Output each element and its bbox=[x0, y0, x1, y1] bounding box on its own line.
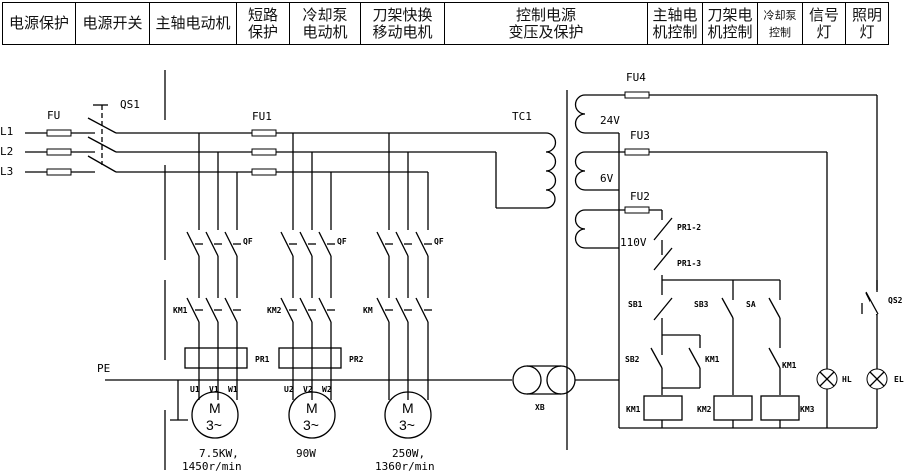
xb-connector-left bbox=[512, 365, 542, 395]
fu2-label: FU2 bbox=[630, 190, 650, 203]
motor-phase-3: 3~ bbox=[399, 417, 415, 433]
motor-phase-2: 3~ bbox=[303, 417, 319, 433]
qf-label-1: QF bbox=[243, 237, 253, 246]
motor-symbol-1: M bbox=[209, 400, 221, 416]
branch-verticals bbox=[198, 133, 429, 230]
overload-relay-1 bbox=[184, 347, 248, 369]
voltage-6v: 6V bbox=[600, 172, 614, 185]
sb3-label: SB3 bbox=[694, 300, 709, 309]
xb-connector-right bbox=[546, 365, 576, 395]
motor-speed-3: 1360r/min bbox=[375, 460, 435, 473]
header-spindle-control: 主轴电机控制 bbox=[647, 2, 703, 45]
section-header-table: 电源保护 电源开关 主轴电动机 短路保护 冷却泵电动机 刀架快换移动电机 控制电… bbox=[2, 2, 889, 45]
motor-1 bbox=[191, 391, 239, 439]
fuse-fu2 bbox=[624, 206, 650, 214]
qf-label-2: QF bbox=[337, 237, 347, 246]
coil-km3-label: KM3 bbox=[800, 405, 815, 414]
pe-label: PE bbox=[97, 362, 110, 375]
pr1-3-label: PR1-3 bbox=[677, 259, 701, 268]
header-signal-lamp: 信号灯 bbox=[802, 2, 846, 45]
header-control-power: 控制电源变压及保护 bbox=[444, 2, 648, 45]
fuse-fu1-l3 bbox=[251, 168, 277, 176]
l3-label: L3 bbox=[0, 165, 13, 178]
fu1-label: FU1 bbox=[252, 110, 272, 123]
qf-label-3: QF bbox=[434, 237, 444, 246]
motor-symbol-2: M bbox=[306, 400, 318, 416]
l1-label: L1 bbox=[0, 125, 13, 138]
fuse-fu4 bbox=[624, 91, 650, 99]
motor-3 bbox=[384, 391, 432, 439]
qs2-label: QS2 bbox=[888, 296, 903, 305]
fuse-fu1-l1 bbox=[251, 129, 277, 137]
qs1-label: QS1 bbox=[120, 98, 140, 111]
coil-km3 bbox=[760, 395, 800, 421]
fu-label: FU bbox=[47, 109, 60, 122]
incoming-lines: L1 L2 L3 FU bbox=[0, 109, 95, 178]
fu3-label: FU3 bbox=[630, 129, 650, 142]
pr1-2-label: PR1-2 bbox=[677, 223, 701, 232]
fuse-fu-l1 bbox=[46, 129, 72, 137]
header-tool-rest-control: 刀架电机控制 bbox=[702, 2, 758, 45]
motor-symbol-3: M bbox=[402, 400, 414, 416]
overload-label-1: PR1 bbox=[255, 355, 270, 364]
motor-rating-2: 90W bbox=[296, 447, 316, 460]
motor-rating-1: 7.5KW, bbox=[199, 447, 239, 460]
fuse-fu-l2 bbox=[46, 148, 72, 156]
pe-line: PE XB bbox=[97, 362, 619, 421]
el-label: EL bbox=[894, 375, 904, 384]
coil-km1 bbox=[643, 395, 683, 421]
motor-phase-1: 3~ bbox=[206, 417, 222, 433]
km1-aux2-label: KM1 bbox=[782, 361, 797, 370]
motor-rating-3: 250W, bbox=[392, 447, 425, 460]
tc1-label: TC1 bbox=[512, 110, 532, 123]
coil-km2 bbox=[713, 395, 753, 421]
overload-relay-2 bbox=[278, 347, 342, 369]
motor-2 bbox=[288, 391, 336, 439]
sb1-label: SB1 bbox=[628, 300, 643, 309]
fu4-label: FU4 bbox=[626, 71, 646, 84]
overload-label-2: PR2 bbox=[349, 355, 364, 364]
control-circuit: PR1-2 PR1-3 SB1 SB3 SA SB2 KM1 KM1 KM1 K… bbox=[619, 210, 904, 429]
sa-label: SA bbox=[746, 300, 756, 309]
sb2-label: SB2 bbox=[625, 355, 640, 364]
header-power-switch: 电源开关 bbox=[75, 2, 150, 45]
terminal-v2: V2 bbox=[303, 385, 313, 394]
terminal-u2: U2 bbox=[284, 385, 294, 394]
terminal-w2: W2 bbox=[322, 385, 332, 394]
header-tool-rest-motor: 刀架快换移动电机 bbox=[360, 2, 445, 45]
xb-label: XB bbox=[535, 403, 545, 412]
fuse-fu1-l2 bbox=[251, 148, 277, 156]
km1-aux-label: KM1 bbox=[705, 355, 720, 364]
terminal-w1: W1 bbox=[228, 385, 238, 394]
motor-speed-1: 1450r/min bbox=[182, 460, 242, 473]
hl-label: HL bbox=[842, 375, 852, 384]
fuse-fu-l3 bbox=[46, 168, 72, 176]
contactor-label-3: KM bbox=[363, 306, 373, 315]
coil-km2-label: KM2 bbox=[697, 405, 712, 414]
header-coolant-control: 冷却泵控制 bbox=[757, 2, 803, 45]
terminal-v1: V1 bbox=[209, 385, 219, 394]
voltage-24v: 24V bbox=[600, 114, 620, 127]
main-bus: FU1 bbox=[116, 70, 568, 470]
header-short-circuit: 短路保护 bbox=[236, 2, 290, 45]
header-work-lamp: 照明灯 bbox=[845, 2, 889, 45]
voltage-110v: 110V bbox=[620, 236, 647, 249]
header-power-protection: 电源保护 bbox=[2, 2, 76, 45]
transformer-tc1: TC1 24V 6V 110V FU4 FU3 FU2 bbox=[495, 71, 878, 428]
coil-km1-label: KM1 bbox=[626, 405, 641, 414]
contactor-label-2: KM2 bbox=[267, 306, 282, 315]
terminal-u1: U1 bbox=[190, 385, 200, 394]
l2-label: L2 bbox=[0, 145, 13, 158]
contactor-label-1: KM1 bbox=[173, 306, 188, 315]
qs1-switch: QS1 bbox=[87, 98, 140, 173]
fuse-fu3 bbox=[624, 148, 650, 156]
